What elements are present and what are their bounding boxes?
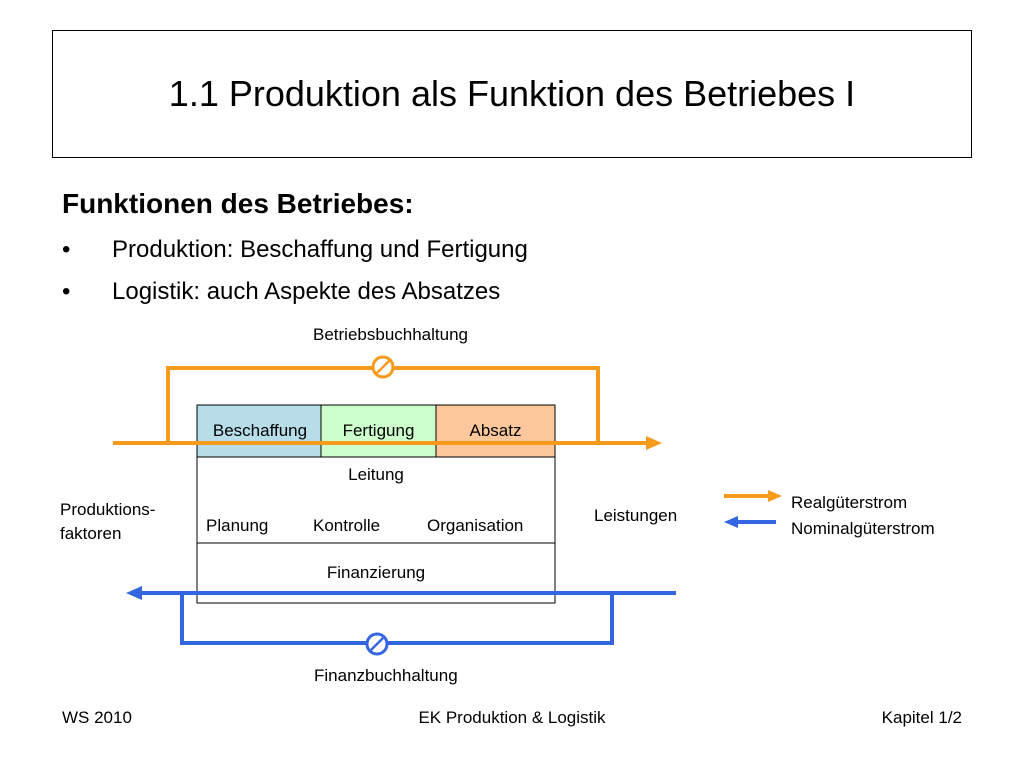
footer-center: EK Produktion & Logistik (418, 708, 606, 727)
meter-needle (370, 637, 384, 651)
meter-needle (376, 360, 390, 374)
bullet-text: Produktion: Beschaffung und Fertigung (112, 236, 528, 263)
bullet-dot: • (62, 278, 71, 305)
absatz-box (435, 404, 556, 458)
legend-nominal-label: Nominalgüterstrom (791, 519, 935, 538)
absatz-label: Absatz (469, 421, 522, 440)
fertigung-label: Fertigung (342, 421, 415, 440)
footer-left: WS 2010 (62, 708, 132, 727)
real-flow-arrowhead (646, 436, 662, 450)
legend-real-arrowhead (768, 490, 782, 502)
legend-real-arrow (724, 490, 782, 502)
real-flow (113, 355, 662, 450)
organisation-label: Organisation (427, 516, 524, 535)
bullet-item: • Logistik: auch Aspekte des Absatzes (62, 278, 500, 306)
nominal-flow-arrowhead (126, 586, 142, 600)
finanzbuchhaltung-loop (180, 593, 614, 645)
produktionsfaktoren-label-line2: faktoren (60, 524, 122, 543)
beschaffung-label: Beschaffung (212, 421, 308, 440)
kontrolle-label: Kontrolle (313, 516, 381, 535)
footer-right: Kapitel 1/2 (881, 708, 962, 727)
leitung-label: Leitung (348, 465, 404, 484)
planung-label: Planung (206, 516, 269, 535)
legend-real-label: Realgüterstrom (791, 493, 908, 512)
finanzbuchhaltung-label: Finanzbuchhaltung (314, 666, 458, 685)
legend-nominal-arrow (724, 516, 776, 528)
legend-nominal-arrowhead (724, 516, 738, 528)
section-heading: Funktionen des Betriebes: (62, 188, 414, 219)
leistungen-label: Leistungen (594, 506, 678, 525)
betriebsbuchhaltung-label: Betriebsbuchhaltung (313, 325, 469, 344)
bullet-item: • Produktion: Beschaffung und Fertigung (62, 236, 528, 264)
bullet-dot: • (62, 236, 71, 263)
bullet-text: Logistik: auch Aspekte des Absatzes (112, 278, 501, 305)
finanzierung-label: Finanzierung (326, 563, 426, 582)
title-box: 1.1 Produktion als Funktion des Betriebe… (52, 30, 972, 158)
leitung-box (196, 456, 556, 544)
produktionsfaktoren-label-line1: Produktions- (60, 500, 156, 519)
slide-title: 1.1 Produktion als Funktion des Betriebe… (168, 73, 856, 114)
nominal-flow (126, 586, 676, 656)
